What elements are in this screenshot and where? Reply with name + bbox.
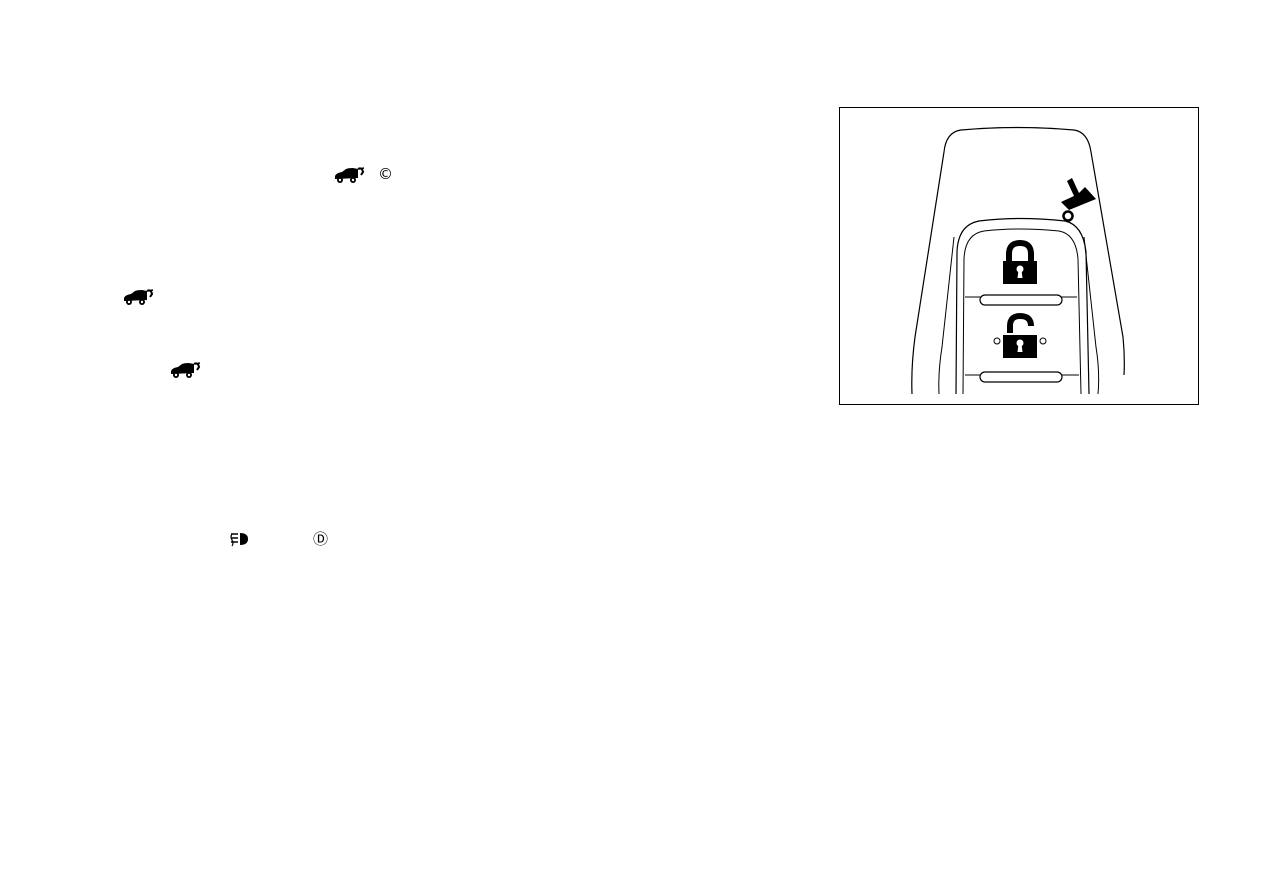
button-bezel — [955, 217, 1090, 395]
figure-frame — [839, 107, 1199, 405]
fob-outer-body — [911, 126, 1125, 395]
front-fog-light-icon — [230, 533, 248, 547]
lock-icon — [1003, 239, 1037, 284]
button-divider — [979, 294, 1063, 306]
back-door-open-icon — [335, 167, 365, 183]
button-divider — [979, 371, 1063, 383]
key-fob-illustration — [839, 107, 1199, 405]
back-door-open-icon — [171, 362, 201, 378]
unlock-icon — [993, 312, 1047, 358]
callout-d: Ⓓ — [313, 530, 329, 548]
back-door-open-icon — [124, 289, 154, 305]
arrow-indicator-icon — [1061, 178, 1096, 210]
callout-c: © — [378, 165, 393, 183]
indicator-light — [1062, 210, 1074, 222]
